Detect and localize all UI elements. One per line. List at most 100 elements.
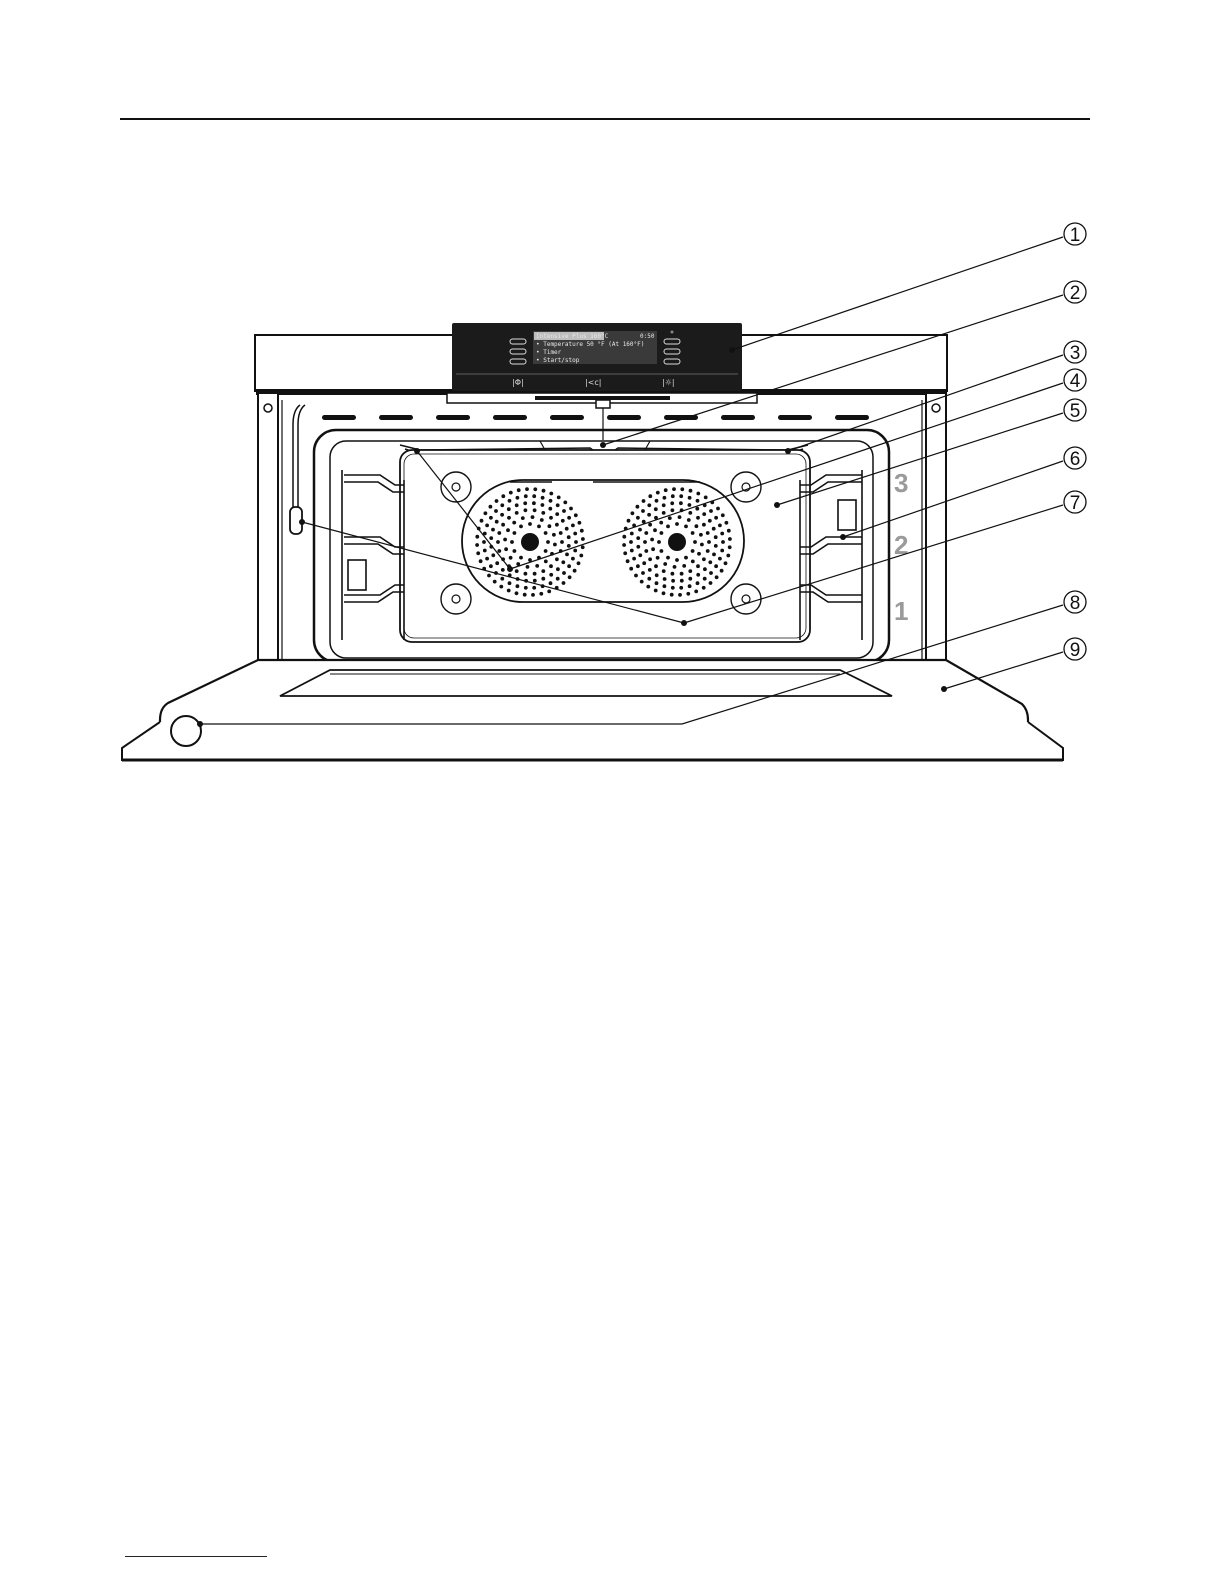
fan-hole bbox=[640, 580, 644, 584]
callout-number-6: 6 bbox=[1070, 449, 1081, 470]
fan-hole bbox=[700, 543, 704, 547]
fan-hole bbox=[497, 549, 501, 553]
fan-hole bbox=[668, 516, 672, 520]
fan-hole bbox=[688, 577, 692, 581]
fan-hole bbox=[688, 569, 692, 573]
leader-dot-2 bbox=[600, 442, 606, 448]
fan-hole bbox=[714, 535, 718, 539]
fan-hole bbox=[555, 512, 559, 516]
fan-hole bbox=[555, 523, 559, 527]
light-icon[interactable]: |☼| bbox=[662, 378, 675, 387]
fan-hole bbox=[712, 527, 716, 531]
vent-slot bbox=[721, 415, 755, 420]
fan-hole bbox=[721, 513, 725, 517]
fan-hole bbox=[648, 568, 652, 572]
fan-hole bbox=[569, 507, 573, 511]
fan-hole bbox=[563, 501, 567, 505]
fan-hole bbox=[655, 581, 659, 585]
fan-hole bbox=[626, 559, 630, 563]
fan-hole bbox=[495, 499, 499, 503]
fan-hole bbox=[663, 496, 667, 500]
display-line-3: • Timer bbox=[536, 349, 562, 356]
fan-hole bbox=[651, 547, 655, 551]
timer-icon[interactable]: |<c| bbox=[585, 378, 602, 387]
fan-hole bbox=[571, 557, 575, 561]
fan-hole bbox=[663, 562, 667, 566]
fan-hole bbox=[653, 528, 657, 532]
fan-hole bbox=[559, 531, 563, 535]
fan-hole bbox=[552, 533, 556, 537]
fan-hole bbox=[549, 573, 553, 577]
fan-hole bbox=[663, 577, 667, 581]
fan-hole bbox=[524, 572, 528, 576]
fan-hole bbox=[531, 593, 535, 597]
leader-dot-1 bbox=[729, 347, 735, 353]
fan-hole bbox=[696, 516, 700, 520]
display-line-4: • Start/stop bbox=[536, 357, 580, 364]
fan-hole bbox=[627, 519, 631, 523]
fan-hole bbox=[679, 501, 683, 505]
fan-hole bbox=[494, 509, 498, 513]
fan-hole bbox=[475, 543, 479, 547]
fan-hole bbox=[500, 503, 504, 507]
fan-hole bbox=[549, 564, 553, 568]
fan-hole bbox=[654, 507, 658, 511]
fan-hole bbox=[696, 492, 700, 496]
fan-hole bbox=[547, 590, 551, 594]
fan-hole bbox=[533, 579, 537, 583]
fan-hole bbox=[482, 540, 486, 544]
fan-hole bbox=[535, 564, 539, 568]
fan-hole bbox=[491, 553, 495, 557]
fan-hole bbox=[671, 586, 675, 590]
fan-hole bbox=[528, 522, 532, 526]
fan-hole bbox=[516, 584, 520, 588]
fan-hole bbox=[516, 496, 520, 500]
fan-hole bbox=[662, 569, 666, 573]
fan-hole bbox=[475, 535, 479, 539]
fan-hole bbox=[479, 559, 483, 563]
fan-hole bbox=[706, 549, 710, 553]
fan-hole bbox=[655, 573, 659, 577]
fan-hole bbox=[484, 511, 488, 515]
fan-hole bbox=[567, 516, 571, 520]
fan-hole bbox=[549, 499, 553, 503]
leader-line-1 bbox=[732, 237, 1063, 350]
fan-hole bbox=[699, 533, 703, 537]
fan-hole bbox=[709, 581, 713, 585]
fan-hole bbox=[709, 571, 713, 575]
fan-hole bbox=[508, 581, 512, 585]
fan-hole bbox=[638, 528, 642, 532]
fan-hole bbox=[636, 505, 640, 509]
fan-hole bbox=[513, 531, 517, 535]
fan-hole bbox=[720, 549, 724, 553]
ventilation-slots bbox=[322, 415, 869, 420]
fan-hole bbox=[573, 549, 577, 553]
fan-hole bbox=[691, 560, 695, 564]
fan-hole bbox=[696, 499, 700, 503]
fan-hole bbox=[644, 549, 648, 553]
fan-hole bbox=[728, 537, 732, 541]
vent-slot bbox=[778, 415, 812, 420]
fan-hole bbox=[506, 528, 510, 532]
power-icon[interactable]: |Φ| bbox=[512, 378, 524, 387]
fan-hole bbox=[549, 516, 553, 520]
fan-hole bbox=[689, 489, 693, 493]
fan-hole bbox=[555, 557, 559, 561]
fan-hole bbox=[480, 519, 484, 523]
callout-number-8: 8 bbox=[1070, 593, 1081, 614]
fan-hole bbox=[726, 554, 730, 558]
probe-cable-2 bbox=[293, 405, 300, 510]
fan-hole bbox=[695, 507, 699, 511]
fan-hole bbox=[556, 567, 560, 571]
fan-hole bbox=[519, 556, 523, 560]
fan-hole bbox=[630, 549, 634, 553]
fan-hole bbox=[526, 565, 530, 569]
fan-hole bbox=[507, 516, 511, 520]
fan-hole bbox=[544, 531, 548, 535]
fan-hole bbox=[562, 571, 566, 575]
fan-hole bbox=[565, 527, 569, 531]
leader-dot-5 bbox=[774, 502, 780, 508]
fan-hole bbox=[656, 491, 660, 495]
fan-hole bbox=[725, 521, 729, 525]
